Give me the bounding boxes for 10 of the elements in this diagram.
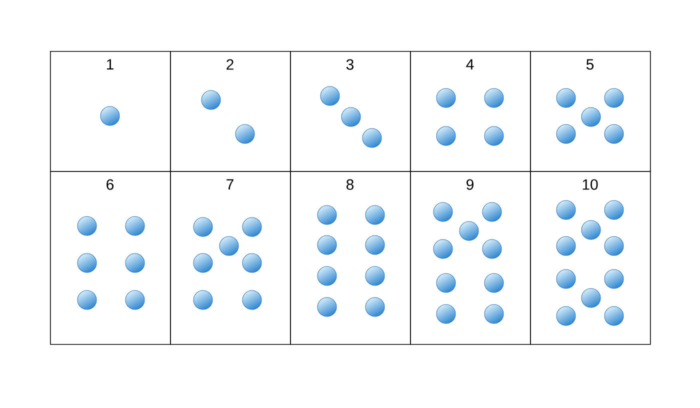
grid-cell: 4 xyxy=(410,51,531,172)
grid-cell: 10 xyxy=(530,171,651,345)
grid-cell: 1 xyxy=(50,51,171,172)
grid-cell: 7 xyxy=(170,171,291,345)
grid-cell: 9 xyxy=(410,171,531,345)
grid-cell: 5 xyxy=(530,51,651,172)
grid-cell: 8 xyxy=(290,171,411,345)
grid-cell: 6 xyxy=(50,171,171,345)
grid-cell: 2 xyxy=(170,51,291,172)
grid-cell: 3 xyxy=(290,51,411,172)
